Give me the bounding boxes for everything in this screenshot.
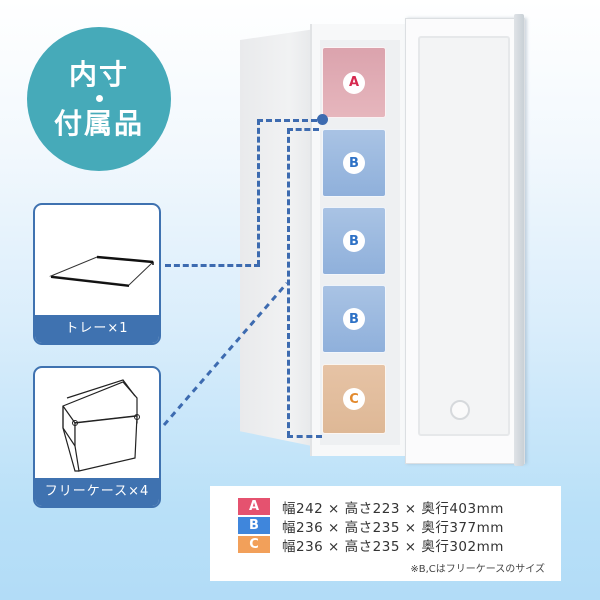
legend-dimensions-c: 幅236 × 高さ235 × 奥行302mm <box>282 538 504 555</box>
drawer-letter-badge: A <box>343 71 365 94</box>
legend-row-c: C 幅236 × 高さ235 × 奥行302mm <box>238 536 504 555</box>
freezer-side-panel <box>240 28 322 448</box>
door-edge <box>514 14 524 466</box>
title-separator-dot <box>95 94 103 102</box>
drawer-c: C <box>322 364 386 434</box>
leader-line-tray <box>257 119 317 122</box>
leader-line-case-diagonal <box>162 282 289 426</box>
leader-line-tray <box>257 119 260 266</box>
drawer-b-2: B <box>322 207 386 275</box>
drawer-letter-badge: B <box>343 308 365 330</box>
door-dial-icon <box>450 400 470 420</box>
legend-note: ※B,Cはフリーケースのサイズ <box>410 564 545 575</box>
free-case-icon <box>35 368 159 478</box>
legend-row-b: B 幅236 × 高さ235 × 奥行377mm <box>238 517 504 536</box>
drawer-a: A <box>322 47 386 118</box>
drawer-b-1: B <box>322 129 386 197</box>
drawer-letter-badge: B <box>343 152 365 174</box>
legend-key-b: B <box>238 517 270 534</box>
leader-pin <box>317 114 328 125</box>
leader-line-case <box>287 128 319 131</box>
title-badge: 内寸 付属品 <box>27 27 171 171</box>
drawer-b-3: B <box>322 285 386 353</box>
leader-line-tray <box>165 264 260 267</box>
drawer-letter-badge: B <box>343 230 365 252</box>
legend-dimensions-a: 幅242 × 高さ223 × 奥行403mm <box>282 500 504 517</box>
legend-key-a: A <box>238 498 270 515</box>
door-inner-panel <box>418 36 510 436</box>
accessory-card-free-case: フリーケース×4 <box>33 366 161 508</box>
legend-key-c: C <box>238 536 270 553</box>
accessory-label: トレー×1 <box>35 315 159 343</box>
drawer-letter-badge: C <box>343 388 365 410</box>
leader-line-case <box>287 128 290 437</box>
legend-dimensions-b: 幅236 × 高さ235 × 奥行377mm <box>282 519 504 536</box>
accessory-card-tray: トレー×1 <box>33 203 161 345</box>
accessory-label: フリーケース×4 <box>35 478 159 506</box>
title-line-1: 内寸 <box>68 57 129 91</box>
leader-line-case <box>287 435 322 438</box>
dimensions-legend: A 幅242 × 高さ223 × 奥行403mm B 幅236 × 高さ235 … <box>210 486 561 581</box>
legend-row-a: A 幅242 × 高さ223 × 奥行403mm <box>238 498 504 517</box>
title-line-2: 付属品 <box>53 106 144 140</box>
tray-icon <box>35 205 159 315</box>
